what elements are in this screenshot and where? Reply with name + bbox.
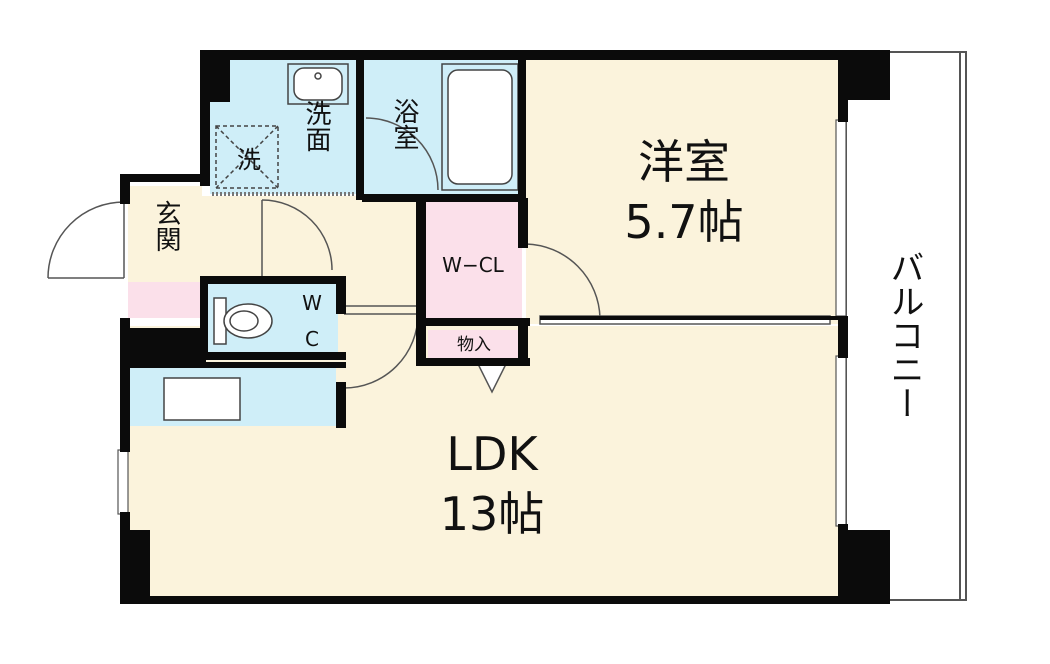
balcony — [845, 51, 967, 601]
kitchen-sink-icon — [163, 377, 241, 421]
labels: LDK 13帖 洋室 5.7帖 洗面 洗 浴室 玄関 W C W−CL 物入 バ… — [151, 98, 924, 541]
washbasin-icon — [287, 63, 349, 105]
bath-label: 浴室 — [389, 98, 419, 150]
wall-east-upper — [838, 50, 848, 122]
storage-label: 物入 — [457, 335, 491, 355]
toilet-label-c: C — [305, 327, 319, 351]
wall-entrance — [120, 174, 130, 204]
toilet-icon — [213, 297, 273, 345]
closet-floor — [424, 200, 522, 322]
toilet-label-w: W — [302, 291, 322, 315]
closet-door-swing — [525, 243, 601, 319]
ldk-size: 13帖 — [440, 487, 545, 541]
bathtub-icon — [441, 63, 519, 191]
western-room-floor — [526, 60, 838, 324]
ldk-window-west — [117, 449, 129, 515]
bath-door-swing — [365, 117, 439, 191]
wall-toilet — [200, 276, 346, 284]
walkin-closet-label: W−CL — [442, 253, 504, 277]
storage-floor — [428, 330, 520, 360]
wall-bottom — [120, 596, 890, 604]
wall-closet — [416, 198, 426, 366]
western-room-name: 洋室 — [638, 135, 730, 189]
ldk-name: LDK — [446, 427, 539, 481]
entrance-label: 玄関 — [151, 200, 181, 252]
western-room-size: 5.7帖 — [624, 195, 743, 249]
balcony-label: バルコニー — [884, 250, 924, 420]
wall-bath-bottom — [362, 194, 526, 202]
ldk-window-east — [835, 355, 847, 527]
washer-label: 洗 — [237, 146, 261, 174]
hall-door-swing — [261, 199, 333, 271]
washroom-label: 洗面 — [301, 100, 331, 152]
fixtures — [163, 63, 519, 421]
entrance-tile — [128, 282, 202, 318]
wall-top — [200, 50, 890, 60]
entrance-floor — [128, 186, 202, 282]
entrance-door-swing — [47, 201, 125, 279]
walls — [120, 50, 890, 604]
wall-bath-room — [518, 50, 526, 210]
western-window — [835, 119, 847, 317]
washer-pan-icon — [215, 125, 279, 189]
wall-wash-bath — [356, 56, 364, 200]
